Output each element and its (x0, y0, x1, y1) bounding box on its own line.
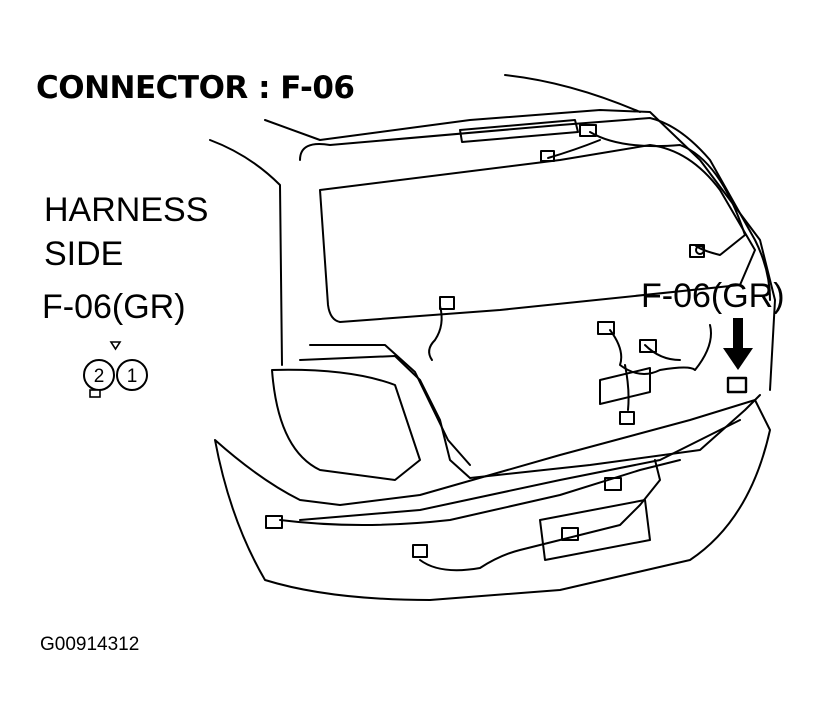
harness-side-label: HARNESS SIDE (44, 188, 208, 276)
connector-lock-marker-icon (109, 341, 122, 351)
harness-side-line1: HARNESS (44, 191, 209, 229)
grommet-top (695, 245, 705, 255)
connector-bumper-center (604, 477, 622, 491)
roof-outline (264, 109, 776, 391)
hatch-inner-edge (309, 344, 471, 466)
connector-center-c (619, 411, 635, 425)
rear-bumper (214, 399, 771, 601)
harness-wire-left (428, 305, 443, 361)
tail-lamp-left (271, 368, 421, 481)
harness-wire-upper (589, 131, 746, 256)
connector-top-center (540, 150, 555, 162)
f06-pointer-arrow (723, 318, 753, 370)
connector-bumper-left (265, 515, 283, 529)
bumper-upper-line (299, 419, 741, 521)
harness-wire-center (609, 324, 712, 375)
connector-left-wire (439, 296, 455, 310)
pin-1-number: 1 (127, 366, 138, 387)
connector-plate-right (561, 527, 579, 541)
harness-side-line2: SIDE (44, 235, 124, 273)
rear-window (319, 144, 756, 323)
diagram-title: CONNECTOR : F-06 (36, 70, 355, 106)
figure-id: G00914312 (40, 634, 140, 655)
connector-label-left: F-06(GR) (42, 288, 186, 326)
hatch-top-edge (299, 117, 771, 301)
license-plate-recess (539, 499, 651, 561)
pin-2-number: 2 (94, 366, 105, 387)
connector-stop-lamp (579, 124, 597, 137)
connector-label-right: F-06(GR) (641, 277, 785, 315)
rear-garnish (599, 367, 651, 405)
body-side-line (209, 139, 283, 366)
pin-1-outline (116, 359, 148, 391)
harness-wire-branch (644, 344, 681, 361)
roof-rail (504, 74, 641, 113)
hatch-lower-edge (299, 355, 761, 479)
connector-plate-left (412, 544, 428, 558)
harness-wire-lamp (547, 139, 601, 159)
harness-wire-plate (419, 459, 661, 572)
connector-f06-location (726, 376, 748, 394)
connector-face-diagram: 2 1 (83, 341, 148, 398)
high-mount-stop-lamp (459, 119, 579, 143)
harness-wire-down (624, 364, 630, 411)
connector-center-b (639, 339, 657, 353)
connector-key-tab (89, 389, 101, 398)
harness-wire-bumper (279, 459, 681, 526)
connector-center-a (597, 321, 615, 335)
